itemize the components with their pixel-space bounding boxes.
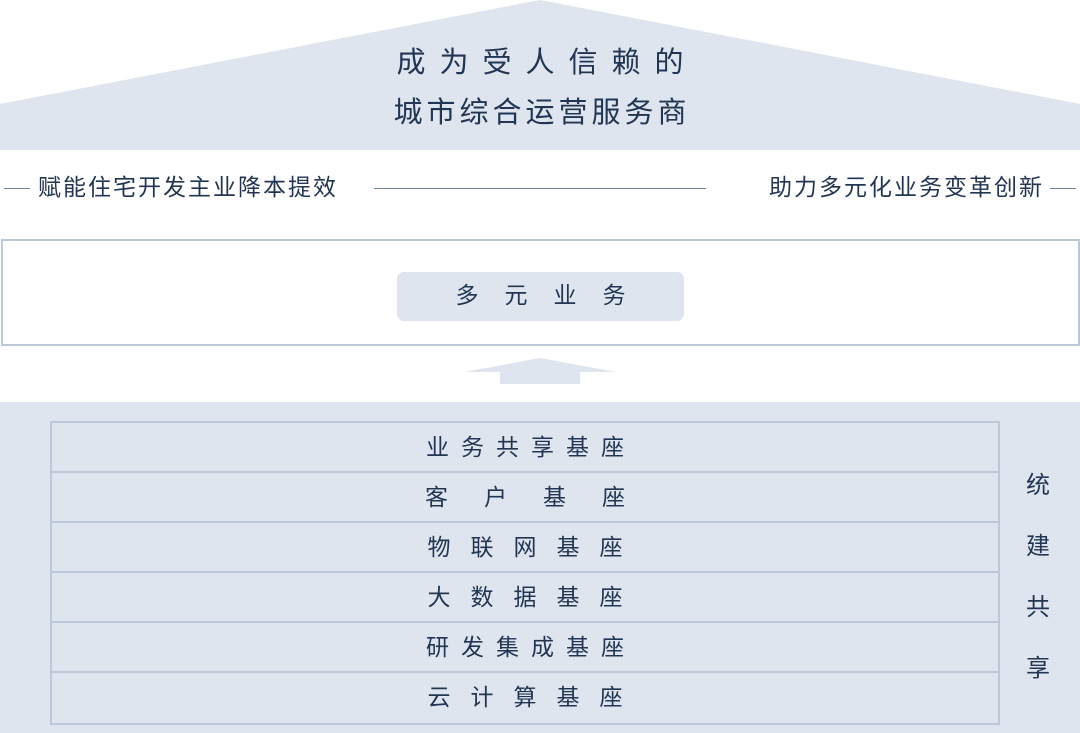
base-layer-iot: 物联网基座 (52, 523, 998, 573)
up-arrow-icon (464, 358, 616, 384)
vision-line-1: 成为受人信赖的 (396, 45, 698, 79)
roof-shape (0, 0, 1080, 150)
arrow-head (464, 358, 616, 372)
base-layer-business-sharing: 业务共享基座 (52, 423, 998, 473)
base-layer-big-data: 大数据基座 (52, 573, 998, 623)
side-label-build-share: 统 建 共 享 (1016, 455, 1060, 699)
vision-line-2: 城市综合运营服务商 (393, 95, 691, 129)
side-label-char: 建 (1026, 532, 1050, 560)
slogan-left: 赋能住宅开发主业降本提效 (38, 175, 338, 201)
base-layer-cloud-computing: 云计算基座 (427, 685, 643, 711)
base-layer-rd-integration: 研发集成基座 (52, 623, 998, 673)
side-label-char: 共 (1026, 593, 1050, 621)
foundation-area (0, 402, 1080, 733)
roof-polygon (0, 0, 1080, 150)
side-label-char: 享 (1026, 654, 1050, 682)
slogan-right: 助力多元化业务变革创新 (769, 175, 1044, 201)
business-pill: 多元业务 (397, 272, 684, 321)
base-layer-customer: 客户基座 (52, 473, 998, 523)
slogan-line-left-tick (4, 188, 30, 189)
base-stack: 业务共享基座 客户基座 物联网基座 大数据基座 研发集成基座 云计算基座 (50, 421, 1000, 725)
slogan-line-center (374, 188, 706, 189)
slogan-line-right-tick (1050, 188, 1076, 189)
arrow-stem (500, 372, 580, 384)
side-label-char: 统 (1026, 471, 1050, 499)
